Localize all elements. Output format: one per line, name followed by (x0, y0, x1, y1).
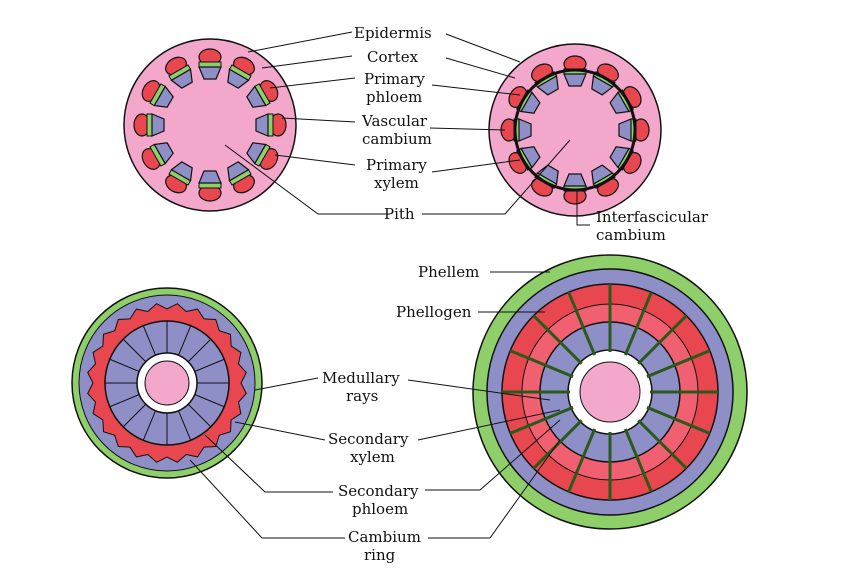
primary-xylem (609, 146, 630, 169)
primary-xylem (609, 91, 630, 114)
label-interfascicular-1: Interfascicular (596, 208, 709, 226)
primary-xylem (151, 113, 165, 137)
medullary-ray (509, 405, 574, 435)
medullary-ray (637, 314, 688, 365)
primary-xylem (246, 142, 267, 165)
primary-xylem (198, 66, 222, 80)
primary-xylem (227, 161, 250, 182)
medullary-ray (646, 349, 711, 379)
label-interfascicular-2: cambium (596, 226, 666, 244)
label-phellogen: Phellogen (396, 303, 472, 321)
medullary-ray (142, 325, 156, 356)
label-secondary-xylem-1: Secondary (328, 430, 409, 448)
vascular-cambium (267, 113, 274, 137)
pith (144, 360, 190, 406)
medullary-ray (178, 410, 192, 441)
medullary-ray (187, 338, 212, 363)
primary-xylem (153, 142, 174, 165)
medullary-ray (623, 291, 653, 356)
stage-3-stem (71, 287, 263, 479)
primary-xylem (170, 161, 193, 182)
stage-2-stem (488, 43, 662, 217)
label-secondary-phloem-2: phloem (352, 500, 408, 518)
primary-xylem (198, 170, 222, 184)
label-cortex: Cortex (367, 48, 419, 66)
label-pith: Pith (384, 205, 415, 223)
vascular-bundle (246, 80, 279, 108)
medullary-ray (567, 291, 597, 356)
medullary-ray (194, 358, 225, 372)
primary-xylem (170, 68, 193, 89)
stage-4-stem (472, 254, 748, 530)
vascular-cambium (198, 182, 222, 189)
vascular-bundle (246, 142, 279, 170)
label-primary-phloem-1: Primary (364, 70, 425, 88)
primary-xylem (563, 173, 587, 187)
primary-xylem (227, 68, 250, 89)
medullary-ray (194, 394, 225, 408)
vascular-bundle (227, 56, 255, 89)
medullary-ray (122, 403, 147, 428)
primary-xylem (255, 113, 269, 137)
label-secondary-phloem-1: Secondary (338, 482, 419, 500)
label-cambium-ring-1: Cambium (348, 528, 421, 546)
medullary-ray (532, 419, 583, 470)
label-primary-xylem-1: Primary (366, 156, 427, 174)
medullary-ray (178, 325, 192, 356)
label-medullary-rays-2: rays (346, 387, 378, 405)
vascular-bundle (165, 161, 193, 194)
label-phellem: Phellem (418, 263, 479, 281)
primary-xylem (153, 85, 174, 108)
vascular-bundle (141, 80, 174, 108)
primary-xylem (591, 75, 614, 96)
vascular-bundle (198, 170, 222, 202)
label-cambium-ring-2: ring (364, 546, 396, 564)
vascular-bundle (141, 142, 174, 170)
vascular-cambium (146, 113, 153, 137)
medullary-ray (637, 419, 688, 470)
label-epidermis: Epidermis (354, 24, 432, 42)
primary-xylem (520, 146, 541, 169)
vascular-bundle (500, 118, 532, 142)
medullary-ray (623, 428, 653, 493)
leader-lines (189, 31, 590, 539)
medullary-ray (646, 405, 711, 435)
primary-xylem (563, 73, 587, 87)
vascular-bundle (255, 113, 287, 137)
vascular-cambium (198, 61, 222, 68)
primary-xylem (520, 91, 541, 114)
label-vascular-cambium-2: cambium (362, 130, 432, 148)
stage-1-stem (123, 38, 297, 212)
vascular-bundle (227, 161, 255, 194)
medullary-ray (142, 410, 156, 441)
labels: Epidermis Cortex Primary phloem Vascular… (322, 24, 709, 564)
medullary-ray (109, 358, 140, 372)
label-primary-xylem-2: xylem (374, 174, 419, 192)
primary-xylem (591, 164, 614, 185)
primary-xylem (518, 118, 532, 142)
label-secondary-xylem-2: xylem (350, 448, 395, 466)
medullary-ray (187, 403, 212, 428)
label-primary-phloem-2: phloem (366, 88, 422, 106)
vascular-bundle (165, 56, 193, 89)
medullary-ray (109, 394, 140, 408)
label-vascular-cambium-1: Vascular (361, 112, 428, 130)
medullary-ray (122, 338, 147, 363)
primary-xylem (536, 75, 559, 96)
primary-xylem (618, 118, 632, 142)
medullary-ray (509, 349, 574, 379)
primary-xylem (246, 85, 267, 108)
medullary-ray (532, 314, 583, 365)
vascular-bundle (198, 48, 222, 80)
interfascicular-cambium-ring (513, 68, 637, 192)
vascular-bundle (133, 113, 165, 137)
pith (579, 361, 641, 423)
epidermis (123, 38, 297, 212)
medullary-ray (567, 428, 597, 493)
label-medullary-rays-1: Medullary (322, 369, 400, 387)
